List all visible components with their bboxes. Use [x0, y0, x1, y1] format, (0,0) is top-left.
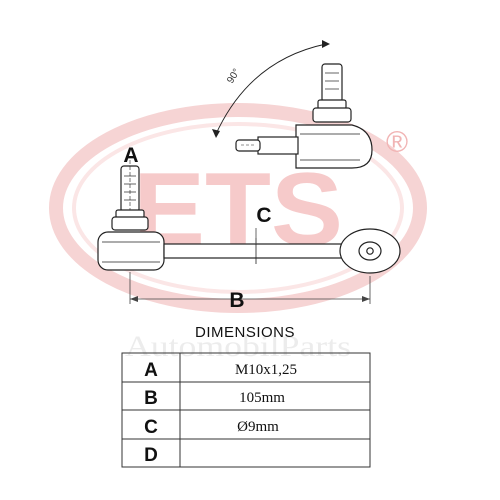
table-row: C Ø9mm	[144, 417, 279, 438]
angle-arc	[215, 43, 327, 135]
row-key: C	[144, 417, 158, 438]
rotated-stud-thread	[321, 63, 343, 103]
dimensions-table	[121, 352, 371, 468]
row-key: A	[144, 360, 158, 381]
watermark-subtitle: AutomobilParts	[125, 330, 351, 363]
dimension-label-b: B	[229, 289, 244, 312]
dimension-lines	[129, 228, 371, 304]
table-row: D	[144, 445, 158, 466]
row-key: D	[144, 445, 158, 466]
stabilizer-link-rotated-view	[212, 40, 373, 169]
table-row: A M10x1,25	[144, 360, 297, 381]
watermark-ellipse-outer	[49, 103, 427, 313]
angle-arrow-bottom	[212, 129, 220, 138]
ball-joint-housing	[97, 231, 165, 271]
eye-hole	[366, 247, 374, 255]
rotated-shank-tip	[235, 139, 261, 152]
dimensions-title: DIMENSIONS	[195, 324, 295, 341]
watermark-registered-mark: ®	[386, 126, 408, 159]
row-value: 105mm	[239, 390, 285, 406]
row-key: B	[144, 388, 158, 409]
row-value: M10x1,25	[235, 362, 297, 378]
stud-hex	[111, 216, 149, 231]
dimension-b-arrow-left	[130, 296, 138, 302]
rotated-shank	[257, 136, 299, 155]
watermark-ellipse-inner	[72, 122, 404, 294]
table-row: B 105mm	[144, 388, 285, 409]
dimension-label-c: C	[256, 204, 271, 227]
dimension-b-arrow-right	[362, 296, 370, 302]
angle-arrow-top	[322, 40, 330, 48]
rotated-stud-hex	[312, 107, 352, 123]
angle-label: 90°	[225, 67, 242, 86]
stabilizer-link-front-view	[97, 160, 401, 274]
dimension-label-a: A	[123, 144, 138, 167]
row-value: Ø9mm	[237, 419, 279, 435]
rotated-housing	[295, 124, 373, 169]
link-rod	[163, 243, 347, 259]
